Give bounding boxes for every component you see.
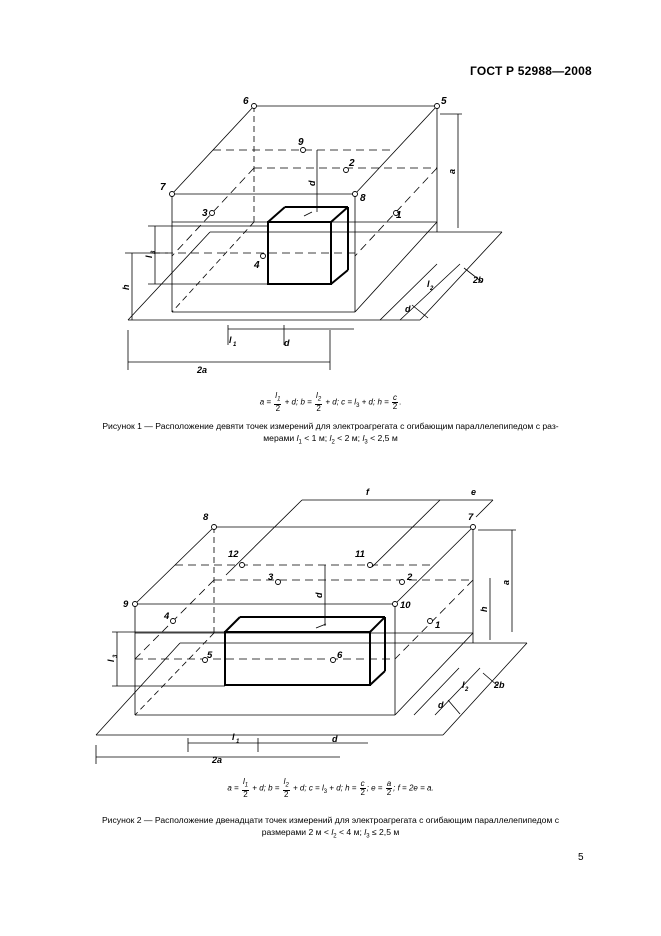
fig2-point-1: 1 <box>435 620 440 631</box>
fig1-point-8: 8 <box>360 193 366 204</box>
fig1-dim-2a: 2a <box>196 365 207 375</box>
fig1-point-6: 6 <box>243 96 249 107</box>
fig2-caption: Рисунок 2 — Расположение двенадцати точе… <box>101 815 560 840</box>
fig1-point-2: 2 <box>348 158 355 169</box>
fig1-dim-d-diagonal: d <box>405 304 411 314</box>
fig2-dim-h: h <box>479 606 489 612</box>
page-number: 5 <box>578 852 584 863</box>
fig1-point-1: 1 <box>396 210 402 221</box>
fig1-point-5: 5 <box>441 96 447 107</box>
fig2-dim-l2: l <box>462 680 465 690</box>
fig1-dim-a: a <box>447 169 457 174</box>
fig2-point-5: 5 <box>207 650 213 661</box>
fig2-point-9: 9 <box>123 599 129 610</box>
fig1-dim-l1-sub: 1 <box>233 342 237 348</box>
fig1-point-7: 7 <box>160 182 166 193</box>
fig2-point-11: 11 <box>355 549 365 560</box>
fig2-point-2: 2 <box>406 572 413 583</box>
fig2-dim-l1-sub: 1 <box>236 739 240 745</box>
fig2-dim-f: f <box>366 487 370 497</box>
figure-1-diagram: 1 2 3 4 5 6 7 8 9 a d h l 3 l 2 2b d l 1… <box>121 96 503 375</box>
fig1-point-4: 4 <box>253 260 260 271</box>
fig2-point-8: 8 <box>203 512 209 523</box>
fig2-dim-a: a <box>501 580 511 585</box>
fig2-point-3: 3 <box>268 572 274 583</box>
fig1-dim-d-bottom: d <box>284 338 290 348</box>
fig2-point-6: 6 <box>337 650 343 661</box>
fig2-dim-l3: l <box>106 659 116 662</box>
fig2-dim-l2-sub: 2 <box>464 687 469 693</box>
fig2-dim-l3-sub: 3 <box>113 654 119 658</box>
fig2-dim-2b: 2b <box>493 680 505 690</box>
fig1-dim-2b: 2b <box>472 275 484 285</box>
fig2-point-4: 4 <box>163 611 170 622</box>
fig1-dim-h: h <box>121 284 131 290</box>
fig2-dim-d-diagonal: d <box>438 700 444 710</box>
fig1-dim-d-vertical: d <box>307 180 317 186</box>
fig1-dim-l3: l <box>144 255 154 258</box>
fig2-dim-d-bottom: d <box>332 734 338 744</box>
fig2-point-7: 7 <box>468 512 474 523</box>
fig1-dim-l2-sub: 2 <box>429 286 434 292</box>
fig2-dim-d-vertical: d <box>314 592 324 598</box>
fig2-dim-l1: l <box>232 732 235 742</box>
fig1-point-9: 9 <box>298 137 304 148</box>
fig1-point-3: 3 <box>202 208 208 219</box>
fig2-dim-e: e <box>471 487 476 497</box>
fig1-dim-l1: l <box>229 335 232 345</box>
fig2-point-10: 10 <box>400 600 411 611</box>
figure-2-diagram: 1 2 3 4 5 6 7 8 9 10 11 12 f e a h d l 3… <box>95 487 528 765</box>
fig2-dim-2a: 2a <box>211 755 222 765</box>
fig1-caption: Рисунок 1 — Расположение девяти точек из… <box>102 421 559 446</box>
fig2-point-12: 12 <box>228 549 239 560</box>
fig1-dim-l2: l <box>427 279 430 289</box>
standard-header: ГОСТ Р 52988—2008 <box>470 64 592 78</box>
fig1-dim-l3-sub: 3 <box>151 250 157 254</box>
